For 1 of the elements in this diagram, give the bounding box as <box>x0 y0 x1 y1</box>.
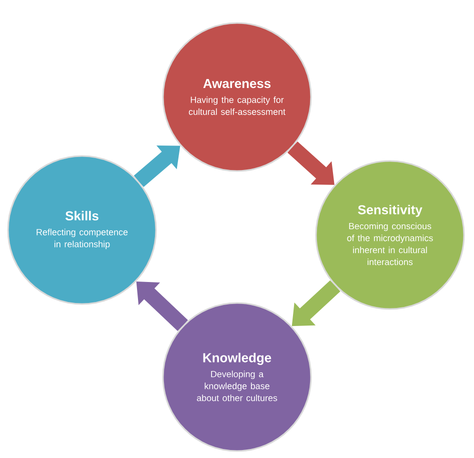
block-arrow <box>287 142 334 185</box>
